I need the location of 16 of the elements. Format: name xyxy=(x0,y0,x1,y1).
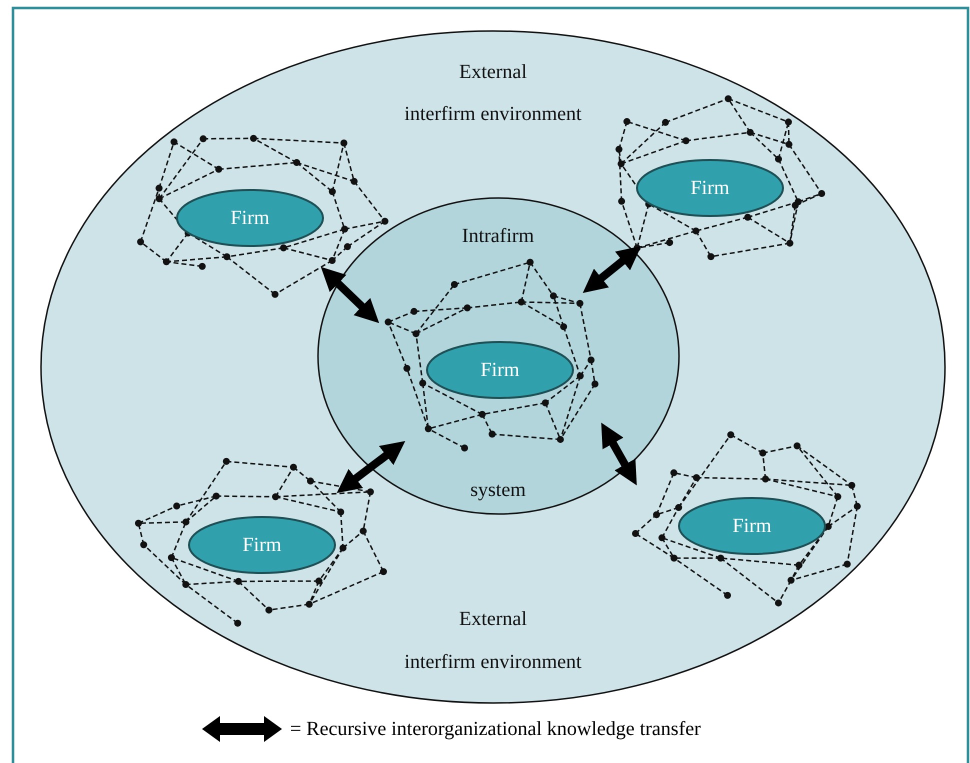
legend-text: = Recursive interorganizational knowledge transfer xyxy=(290,718,701,740)
outer-label: interfirm environment xyxy=(403,102,583,126)
double-arrow xyxy=(320,266,380,324)
inner-label: system xyxy=(469,478,527,502)
inner-label: Intrafirm xyxy=(460,224,536,248)
firm-label: Firm xyxy=(732,514,772,538)
outer-label: interfirm environment xyxy=(403,650,583,674)
outer-label: External xyxy=(458,607,528,631)
double-arrow xyxy=(582,246,642,293)
double-arrow xyxy=(336,441,406,493)
outer-label: External xyxy=(458,60,528,84)
firm-label: Firm xyxy=(230,206,270,230)
firm-label: Firm xyxy=(480,358,520,382)
double-arrow xyxy=(601,422,637,486)
firm-label: Firm xyxy=(242,533,282,557)
firm-label: Firm xyxy=(690,176,730,200)
